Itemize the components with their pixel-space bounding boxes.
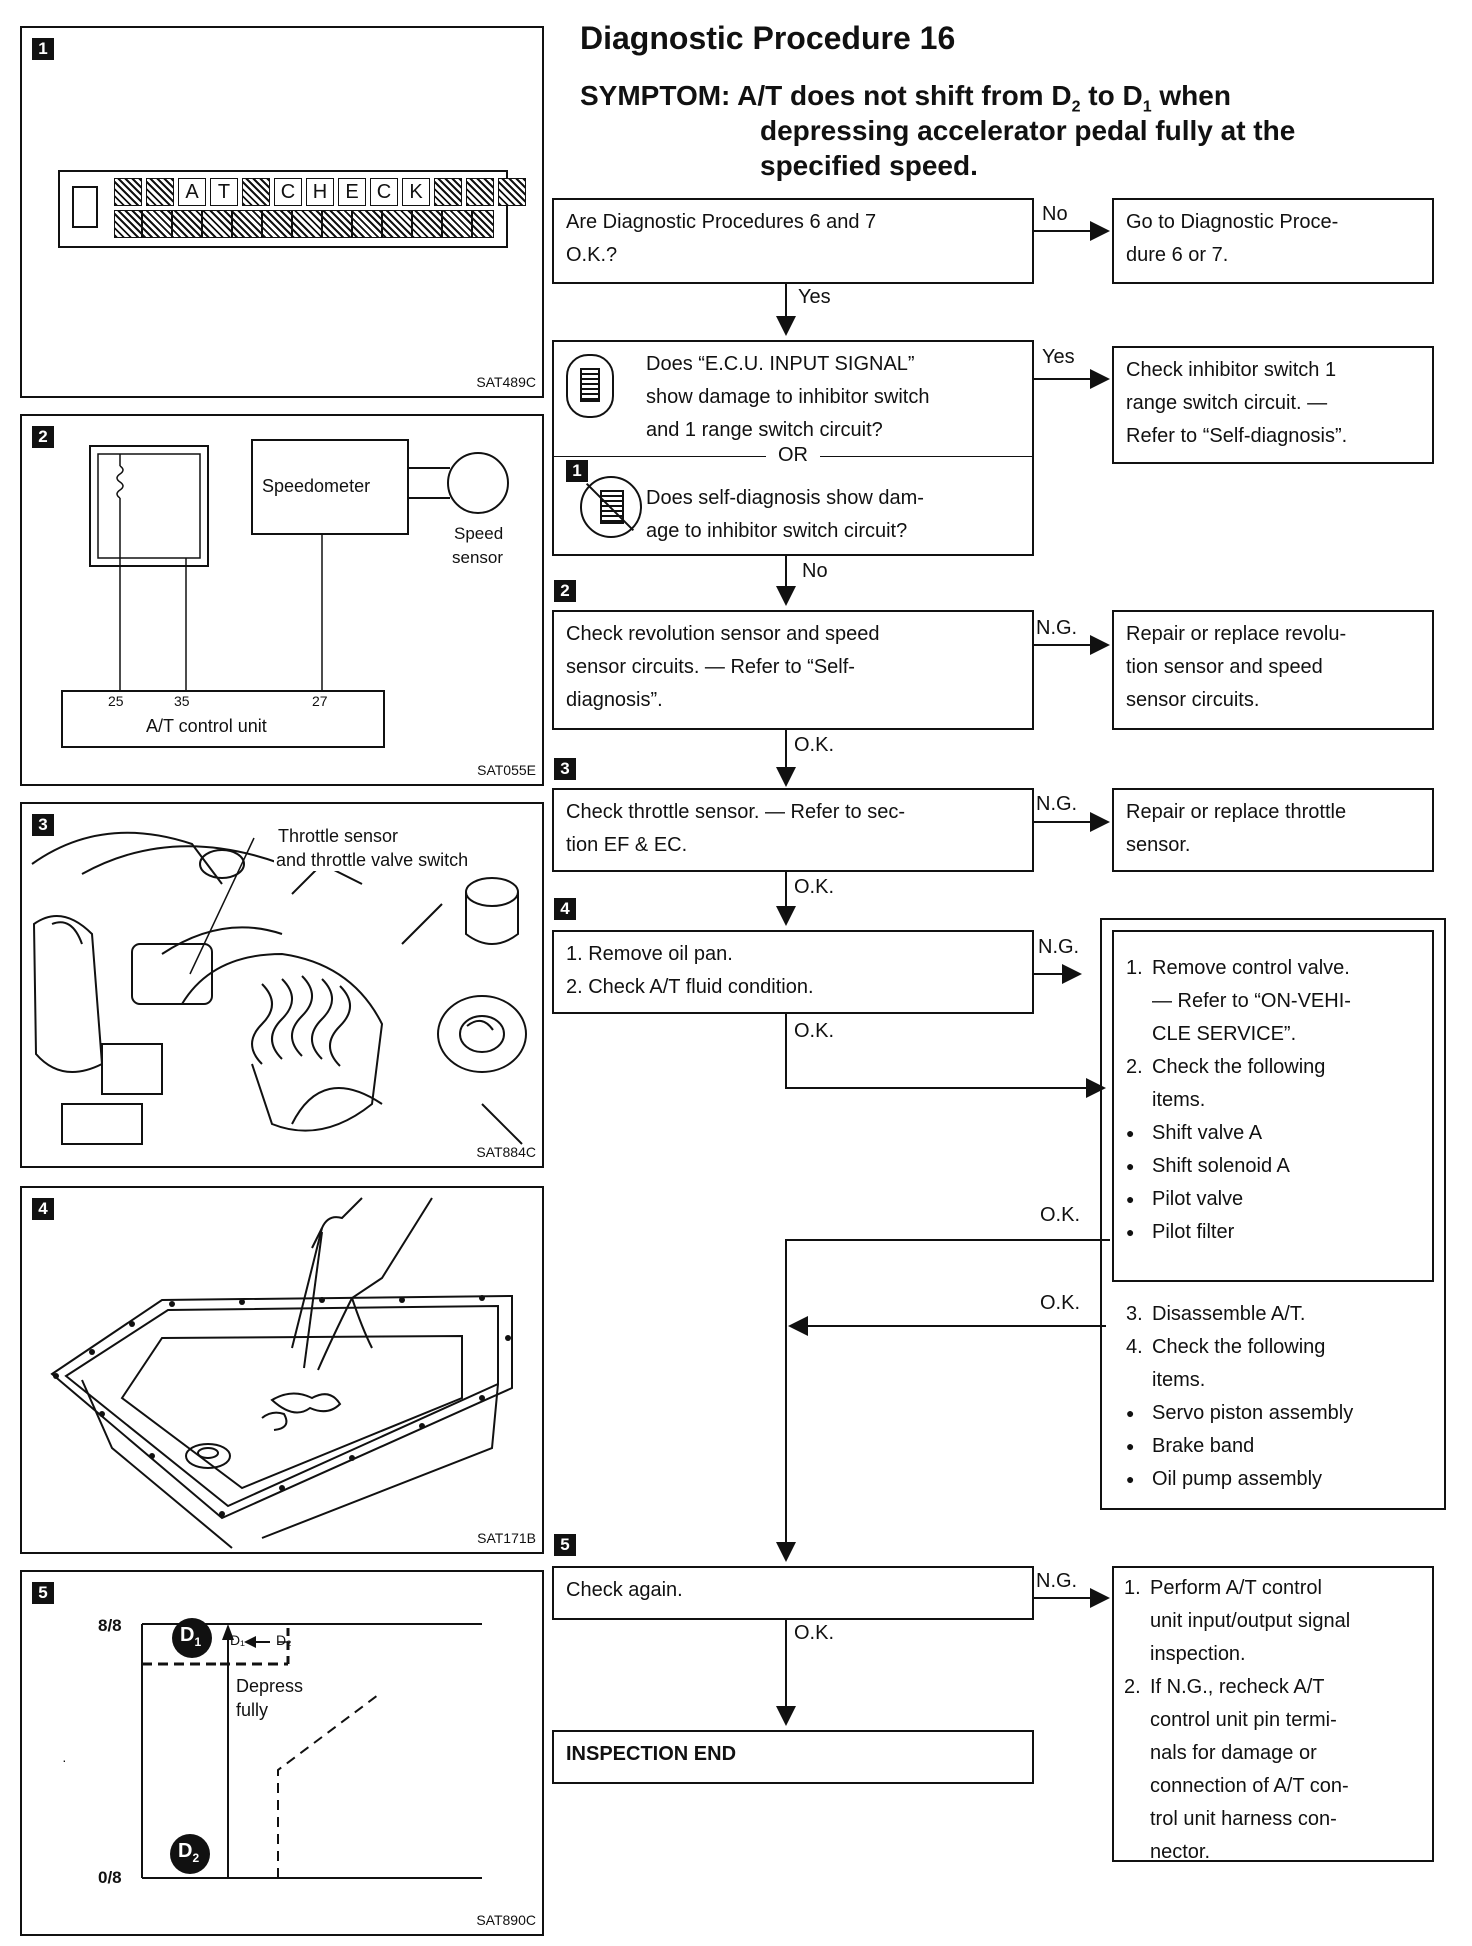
display-char: T bbox=[210, 178, 238, 206]
no-consult-icon bbox=[580, 476, 642, 538]
branch-label-ng: N.G. bbox=[1036, 793, 1078, 815]
d1-marker: D1 bbox=[180, 1624, 202, 1649]
fully-label: fully bbox=[236, 1700, 269, 1720]
branch-label-ok: O.K. bbox=[794, 1020, 835, 1042]
figure-code: SAT890C bbox=[476, 1912, 536, 1928]
figure-2-panel: 2 Speedometer Speed sensor 25 35 27 A/T … bbox=[20, 414, 544, 786]
engine-bay-illustration bbox=[31, 831, 527, 1145]
disassemble-steps: 3.Disassemble A/T. 4.Check the following… bbox=[1126, 1298, 1436, 1496]
branch-label-ok: O.K. bbox=[1040, 1292, 1081, 1314]
step-marker: 2 bbox=[554, 580, 576, 602]
oil-pan-illustration bbox=[50, 1197, 513, 1549]
step-marker: 4 bbox=[554, 898, 576, 920]
figure-code: SAT489C bbox=[476, 374, 536, 390]
branch-label-ok: O.K. bbox=[1040, 1204, 1081, 1226]
display-row-bottom bbox=[114, 210, 494, 238]
control-valve-steps: 1.Remove control valve. — Refer to “ON-V… bbox=[1126, 952, 1426, 1249]
display-char: C bbox=[370, 178, 398, 206]
figure-5-panel: 5 8/8 0/8 D1 D2 D₁ D₂ Depress fully · SA… bbox=[20, 1570, 544, 1936]
question-box-inhibitor-switch: Does “E.C.U. INPUT SIGNAL” show damage t… bbox=[552, 340, 1034, 556]
figure-number: 2 bbox=[32, 426, 54, 448]
throttle-label-2: and throttle valve switch bbox=[274, 850, 471, 871]
result-box-repair-revolution-sensor: Repair or replace revolu- tion sensor an… bbox=[1112, 610, 1434, 730]
depress-label: Depress bbox=[236, 1676, 304, 1696]
consult-display: A T C H E C K bbox=[58, 170, 526, 248]
figure-1-panel: 1 A T C H E C K SAT489C bbox=[20, 26, 544, 398]
result-box-outer-control-valve bbox=[1100, 918, 1446, 1510]
page-title: Diagnostic Procedure 16 bbox=[580, 20, 956, 56]
figure-3-panel: 3 Throttl bbox=[20, 802, 544, 1168]
display-row-top: A T C H E C K bbox=[114, 178, 526, 206]
throttle-label-1: Throttle sensor bbox=[276, 826, 401, 847]
shift-schedule-chart bbox=[141, 1618, 482, 1879]
branch-label-ok: O.K. bbox=[794, 1622, 835, 1644]
speed-sensor-label-2: sensor bbox=[452, 548, 504, 567]
or-label: OR bbox=[766, 442, 820, 468]
figure-number: 3 bbox=[32, 814, 54, 836]
d2-marker: D2 bbox=[178, 1840, 200, 1865]
display-char: C bbox=[274, 178, 302, 206]
branch-label-ng: N.G. bbox=[1038, 936, 1080, 958]
branch-label-ng: N.G. bbox=[1036, 617, 1078, 639]
consult-icon bbox=[566, 354, 614, 418]
result-box-go-to-procedure: Go to Diagnostic Proce- dure 6 or 7. bbox=[1112, 198, 1434, 284]
step-marker: 5 bbox=[554, 1534, 576, 1556]
pin-label: 27 bbox=[312, 693, 328, 709]
step-marker: 3 bbox=[554, 758, 576, 780]
branch-label-no: No bbox=[1042, 203, 1068, 225]
branch-label-ok: O.K. bbox=[794, 876, 835, 898]
question-box-revolution-sensor: Check revolution sensor and speed sensor… bbox=[552, 610, 1034, 730]
branch-label-ng: N.G. bbox=[1036, 1570, 1078, 1592]
symptom-line-1: SYMPTOM: A/T does not shift from D2 to D… bbox=[580, 80, 1231, 116]
branch-label-ok: O.K. bbox=[794, 734, 835, 756]
arrow-from-label: D₂ bbox=[276, 1632, 292, 1648]
display-cursor bbox=[72, 186, 98, 228]
speedometer-label: Speedometer bbox=[262, 476, 371, 496]
figure-code: SAT884C bbox=[476, 1144, 536, 1160]
result-box-repair-throttle-sensor: Repair or replace throttle sensor. bbox=[1112, 788, 1434, 872]
branch-label-no: No bbox=[802, 560, 828, 582]
control-unit-label: A/T control unit bbox=[146, 716, 267, 736]
arrow-to-label: D₁ bbox=[230, 1632, 245, 1648]
inspection-end-box: INSPECTION END bbox=[552, 1730, 1034, 1784]
figure-4-panel: 4 SAT171B bbox=[20, 1186, 544, 1554]
pin-label: 25 bbox=[108, 693, 124, 709]
branch-label-yes: Yes bbox=[1042, 346, 1075, 368]
question-box-throttle-sensor: Check throttle sensor. — Refer to sec- t… bbox=[552, 788, 1034, 872]
axis-label-bottom: 0/8 bbox=[98, 1868, 122, 1887]
axis-label-top: 8/8 bbox=[98, 1616, 122, 1635]
display-char: E bbox=[338, 178, 366, 206]
wiring-diagram bbox=[61, 439, 509, 748]
result-box-perform-signal-inspection: 1.Perform A/T control unit input/output … bbox=[1112, 1566, 1434, 1863]
question-box-oil-pan: 1. Remove oil pan. 2. Check A/T fluid co… bbox=[552, 930, 1034, 1014]
result-box-check-inhibitor-switch: Check inhibitor switch 1 range switch ci… bbox=[1112, 346, 1434, 464]
display-char: A bbox=[178, 178, 206, 206]
figure-code: SAT171B bbox=[477, 1530, 536, 1546]
display-char: H bbox=[306, 178, 334, 206]
question-box-check-again: Check again. bbox=[552, 1566, 1034, 1620]
speed-sensor-label-1: Speed bbox=[454, 524, 504, 543]
step-marker: 1 bbox=[566, 460, 588, 482]
question-box-procedures-6-7: Are Diagnostic Procedures 6 and 7 O.K.? bbox=[552, 198, 1034, 284]
branch-label-yes: Yes bbox=[798, 286, 831, 308]
figure-number: 4 bbox=[32, 1198, 54, 1220]
figure-number: 1 bbox=[32, 38, 54, 60]
figure-number: 5 bbox=[32, 1582, 54, 1604]
symptom-line-3: specified speed. bbox=[760, 150, 978, 181]
result-box-inner-control-valve bbox=[1112, 930, 1434, 1282]
display-char: K bbox=[402, 178, 430, 206]
pin-label: 35 bbox=[174, 693, 190, 709]
figure-code: SAT055E bbox=[477, 762, 536, 778]
symptom-line-2: depressing accelerator pedal fully at th… bbox=[760, 115, 1296, 146]
